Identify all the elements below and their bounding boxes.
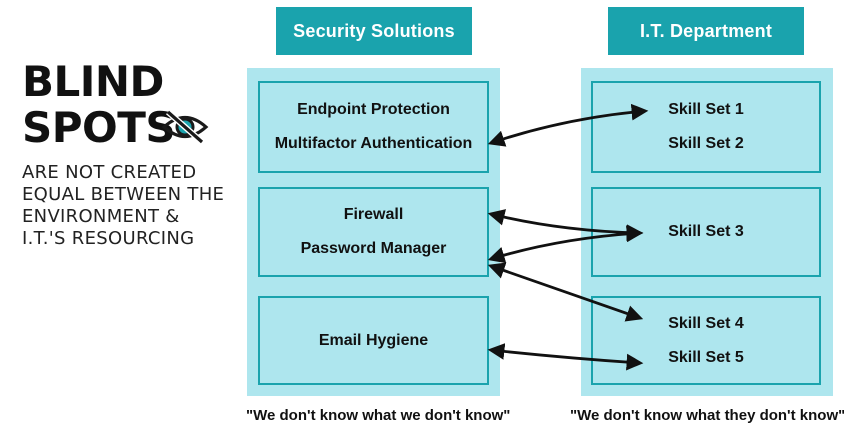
skill-set-1-label: Skill Set 1 [668, 101, 744, 118]
arrow-mfa-skill-set-1 [487, 103, 649, 147]
it-caption: "We don't know what they don't know" [570, 407, 844, 424]
arrow-email-hygiene-skill-set-5 [487, 343, 644, 371]
email-hygiene-label: Email Hygiene [318, 331, 429, 349]
skill-set-3-label: Skill Set 3 [668, 223, 744, 240]
skill-set-5-label: Skill Set 5 [668, 348, 744, 366]
security-caption: "We don't know what we don't know" [246, 407, 511, 424]
skill-set-4-label: Skill Set 4 [668, 314, 744, 332]
skill-set-2-label: Skill Set 2 [668, 135, 744, 152]
title-spots: SPOTS [22, 103, 176, 152]
eye-slash-icon [160, 108, 210, 146]
title-blind: BLIND [22, 57, 164, 106]
it-department-header: I.T. Department [608, 7, 804, 55]
arrow-firewall-skill-set-3 [487, 209, 644, 242]
security-group-3: Email Hygiene [258, 296, 489, 385]
security-solutions-header: Security Solutions [276, 7, 472, 55]
password-manager-label: Password Manager [300, 240, 447, 257]
multifactor-authentication-label: Multifactor Authentication [274, 135, 473, 152]
arrow-password-manager-skill-set-3 [487, 225, 644, 264]
it-group-3: Skill Set 4 Skill Set 5 [591, 296, 821, 385]
firewall-label: Firewall [343, 206, 404, 223]
subtitle-line-1: ARE NOT CREATED [22, 162, 197, 183]
security-group-1: Endpoint Protection Multifactor Authenti… [258, 81, 489, 173]
endpoint-protection-label: Endpoint Protection [297, 101, 450, 118]
subtitle-line-2: EQUAL BETWEEN THE [22, 184, 225, 205]
security-solutions-panel [247, 68, 500, 396]
subtitle-line-4: I.T.'S RESOURCING [22, 228, 195, 249]
arrow-password-manager-skill-set-4 [487, 262, 644, 322]
subtitle-line-3: ENVIRONMENT & [22, 206, 180, 227]
